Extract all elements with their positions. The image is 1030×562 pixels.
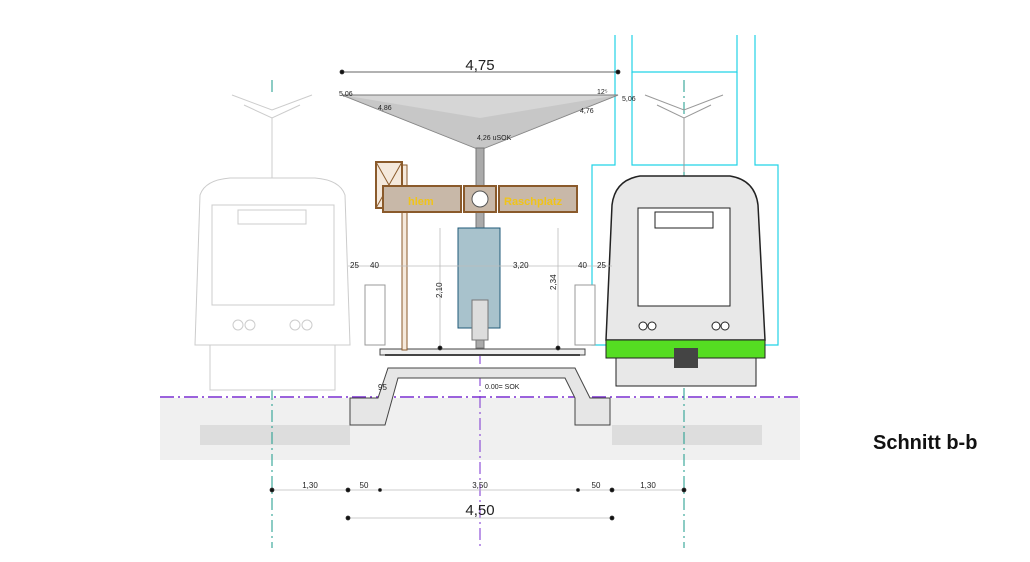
dim-total-width: 4,50	[465, 502, 494, 519]
right-track-bed	[612, 425, 762, 445]
dim-roof-offset: 12⁵	[597, 89, 608, 96]
left-destination-sign	[382, 185, 462, 213]
platform-railings	[364, 284, 596, 346]
dim-right-40: 40	[578, 261, 587, 270]
dim-height-234: 2,34	[549, 274, 558, 290]
right-destination-sign	[498, 185, 578, 213]
dim-bottom-5: 1,30	[640, 481, 656, 490]
left-track-bed	[200, 425, 350, 445]
dim-roof-right-height: 5,06	[622, 96, 636, 103]
dim-middle-320: 3,20	[513, 261, 529, 270]
dim-roof-inner-right: 4,76	[580, 108, 594, 115]
column-base	[471, 299, 489, 341]
dim-bottom-4: 50	[592, 481, 601, 490]
right-tram	[605, 94, 766, 387]
dim-right-25: 25	[597, 261, 606, 270]
dim-level-zero: 0.00= SOK	[485, 384, 520, 391]
right-sign-text: Raschplatz	[504, 196, 563, 208]
dim-roof-inner-left: 4,86	[378, 105, 392, 112]
dim-bottom-3: 3,50	[472, 481, 488, 490]
dim-left-25: 25	[350, 261, 359, 270]
dim-height-210: 2,10	[435, 282, 444, 298]
dim-bottom-2: 50	[360, 481, 369, 490]
left-sign-text: hlem	[408, 196, 434, 208]
dim-step-95: 95	[378, 383, 387, 392]
dimension-lines	[269, 69, 687, 521]
dim-roof-width: 4,75	[465, 57, 494, 74]
dim-left-40: 40	[370, 261, 379, 270]
dim-roof-low: 4,26 uSOK	[477, 135, 512, 142]
left-tram	[194, 94, 351, 391]
clock-icon	[471, 190, 489, 208]
dim-bottom-1: 1,30	[302, 481, 318, 490]
drawing-title: Schnitt b-b	[873, 432, 978, 454]
platform	[349, 348, 611, 426]
dim-roof-left-height: 5,06	[339, 91, 353, 98]
